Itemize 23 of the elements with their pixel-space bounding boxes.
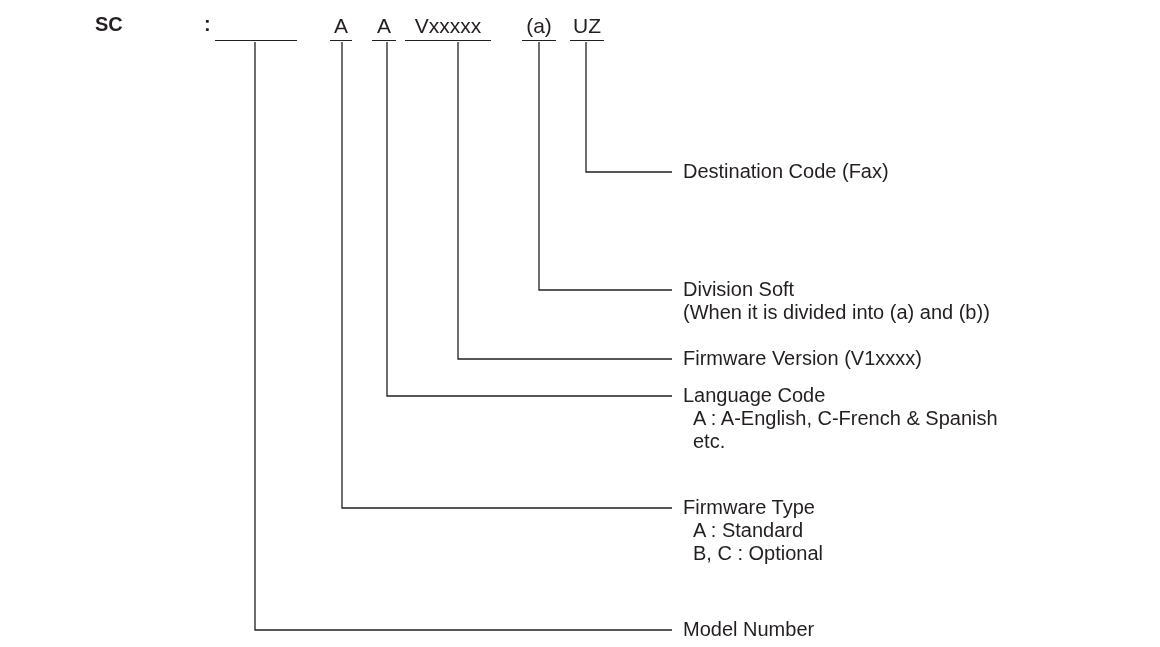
leader-line [585,41,673,173]
code-segment: Vxxxxx [405,14,491,41]
code-segment: (a) [522,14,556,41]
description-heading: Division Soft [683,278,796,301]
code-prefix: SC [95,12,123,36]
description-heading: Destination Code (Fax) [683,160,889,183]
description-text: B, C : Optional [692,542,825,565]
leader-line [254,41,673,631]
description-heading: Firmware Type [683,496,816,519]
code-segment: A [372,14,396,41]
code-segment: A [330,14,352,41]
leader-line [386,41,673,397]
leader-line [538,41,673,291]
description-heading: Firmware Version (V1xxxx) [683,347,922,370]
code-segment: UZ [570,14,604,41]
description-text: A : Standard [692,519,805,542]
description-text: (When it is divided into (a) and (b)) [683,301,991,324]
separator-colon: : [204,12,211,36]
leader-line [457,41,673,360]
description-heading: Model Number [683,618,815,641]
leader-line [341,41,673,509]
description-heading: Language Code [683,384,827,407]
description-text: A : A-English, C-French & Spanish etc. [692,407,999,453]
